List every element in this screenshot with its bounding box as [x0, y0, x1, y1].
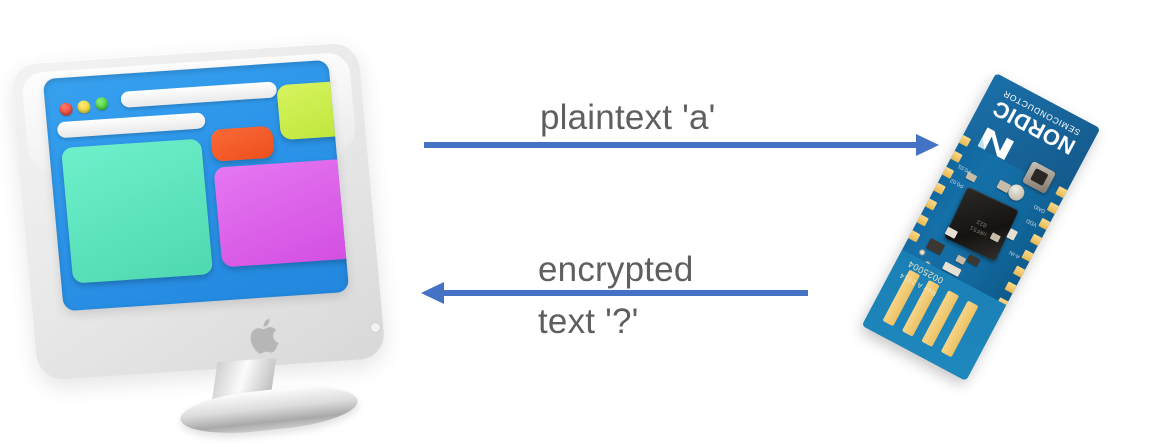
imac-stand-foot — [178, 380, 360, 440]
dongle-pcb: NORDIC SEMICONDUCTOR nRF51 822 — [861, 73, 1101, 381]
window-toolbar-bar — [120, 81, 278, 108]
nordic-logo-icon — [977, 127, 1015, 161]
dongle-silk-label: A-IN — [1008, 248, 1022, 260]
dongle-silk-label: GND — [1032, 202, 1047, 214]
magenta-panel — [213, 157, 350, 268]
encrypted-flow-label-line1: encrypted — [538, 250, 694, 289]
dongle-chip-label: nRF51 822 — [944, 187, 1018, 261]
dongle-via — [918, 248, 927, 257]
dongle-usb-connector — [861, 249, 1007, 381]
dongle-soc-chip: nRF51 822 — [944, 186, 1019, 262]
traffic-light-zoom-icon[interactable] — [94, 96, 109, 111]
plaintext-arrow-right — [424, 134, 939, 156]
computer-screen — [42, 59, 350, 312]
traffic-light-close-icon[interactable] — [58, 102, 74, 117]
window-address-bar — [56, 112, 206, 139]
dongle-board: NORDIC SEMICONDUCTOR nRF51 822 — [861, 73, 1101, 381]
apple-logo-icon — [250, 318, 279, 354]
orange-panel — [210, 125, 275, 162]
dongle-silk-label: P0.01 — [956, 162, 973, 175]
dongle-silk-label: VDD — [1025, 216, 1039, 228]
teal-panel — [61, 138, 214, 284]
dongle-smd-part — [925, 237, 946, 256]
dongle-illustration: NORDIC SEMICONDUCTOR nRF51 822 — [861, 66, 1162, 381]
plaintext-flow-label: plaintext 'a' — [540, 98, 716, 137]
dongle-silk-label: P0.02 — [949, 176, 965, 189]
encrypted-arrow-left — [421, 282, 808, 304]
traffic-light-minimize-icon[interactable] — [76, 100, 91, 114]
encrypted-flow-label-line2: text '?' — [538, 302, 639, 341]
computer-illustration — [9, 41, 387, 440]
dongle-smd-part — [966, 254, 981, 267]
dongle-smd-part — [955, 254, 967, 266]
